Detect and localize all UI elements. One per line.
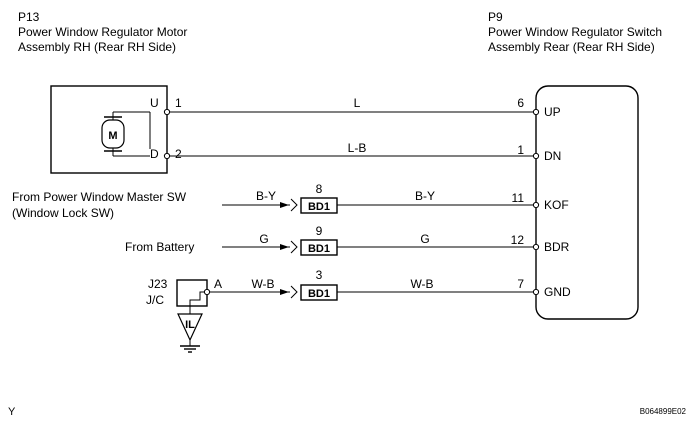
left-component-name-line1: Power Window Regulator Motor (18, 25, 187, 39)
motor-icon: M (108, 130, 117, 142)
connector-bd1-pin8-label: BD1 (308, 201, 330, 213)
switch-pin-label-kof: KOF (544, 198, 569, 212)
connector-bd1-pin8-number: 8 (316, 182, 323, 196)
junction-internal-link (189, 291, 204, 306)
junction-pin-a-terminal (203, 288, 211, 296)
junction-pin-a-label: A (214, 277, 222, 291)
motor-symbol-body (101, 119, 125, 149)
junction-connector-box (176, 279, 208, 307)
connector-3-chevron-icon (290, 285, 298, 299)
switch-terminal-kof (532, 201, 540, 209)
junction-type: J/C (146, 293, 164, 307)
right-component-name-line1: Power Window Regulator Switch (488, 25, 662, 39)
pin-u-label: U (150, 96, 159, 110)
switch-pin-number-kof: 11 (512, 191, 525, 205)
connector-9-chevron-icon (290, 240, 298, 254)
switch-pin-label-bdr: BDR (544, 240, 570, 254)
connector-bd1-pin9-label: BD1 (308, 243, 330, 255)
wire-bdr-out-color: G (420, 232, 429, 246)
left-component-code: P13 (18, 10, 40, 24)
left-component-name-line2: Assembly RH (Rear RH Side) (18, 40, 176, 54)
connector-bd1-pin3-label: BD1 (308, 288, 330, 300)
switch-pin-number-dn: 1 (517, 143, 524, 157)
figure-code: B064899E02 (640, 407, 687, 416)
source-master-sw-line1: From Power Window Master SW (12, 190, 187, 204)
switch-pin-number-up: 6 (517, 96, 524, 110)
footer-left-mark: Y (8, 406, 16, 418)
wire-bdr-arrow-icon (280, 244, 289, 250)
connector-8-chevron-icon (290, 198, 298, 212)
wire-up-color: L (354, 96, 361, 110)
switch-terminal-up (532, 108, 540, 116)
switch-pin-label-dn: DN (544, 149, 561, 163)
right-component-code: P9 (488, 10, 503, 24)
switch-pin-number-gnd: 7 (517, 277, 524, 291)
wire-gnd-out-color: W-B (410, 277, 433, 291)
wire-gnd-arrow-icon (280, 289, 289, 295)
junction-code: J23 (148, 277, 168, 291)
switch-terminal-dn (532, 152, 540, 160)
connector-bd1-pin9-number: 9 (316, 224, 323, 238)
switch-pin-label-up: UP (544, 105, 561, 119)
wire-gnd-in-color: W-B (251, 277, 274, 291)
ground-triangle (177, 313, 203, 342)
pin-d-terminal (163, 152, 171, 160)
wire-kof-arrow-icon (280, 202, 289, 208)
switch-terminal-gnd (532, 288, 540, 296)
source-master-sw-line2: (Window Lock SW) (12, 206, 114, 220)
wire-kof-out-color: B-Y (415, 189, 435, 203)
wire-bdr-in-color: G (259, 232, 268, 246)
switch-pin-label-gnd: GND (544, 285, 571, 299)
switch-pin-number-bdr: 12 (511, 233, 525, 247)
switch-terminal-bdr (532, 243, 540, 251)
pin-d-number: 2 (175, 147, 182, 161)
wire-dn-color: L-B (348, 141, 367, 155)
source-battery: From Battery (125, 240, 194, 254)
ground-il-label: IL (185, 319, 195, 331)
motor-assembly-box (50, 85, 168, 174)
wire-kof-in-color: B-Y (256, 189, 276, 203)
pin-u-number: 1 (175, 96, 182, 110)
right-component-name-line2: Assembly Rear (Rear RH Side) (488, 40, 655, 54)
pin-u-terminal (163, 108, 171, 116)
connector-bd1-pin3-number: 3 (316, 268, 323, 282)
pin-d-label: D (150, 147, 159, 161)
